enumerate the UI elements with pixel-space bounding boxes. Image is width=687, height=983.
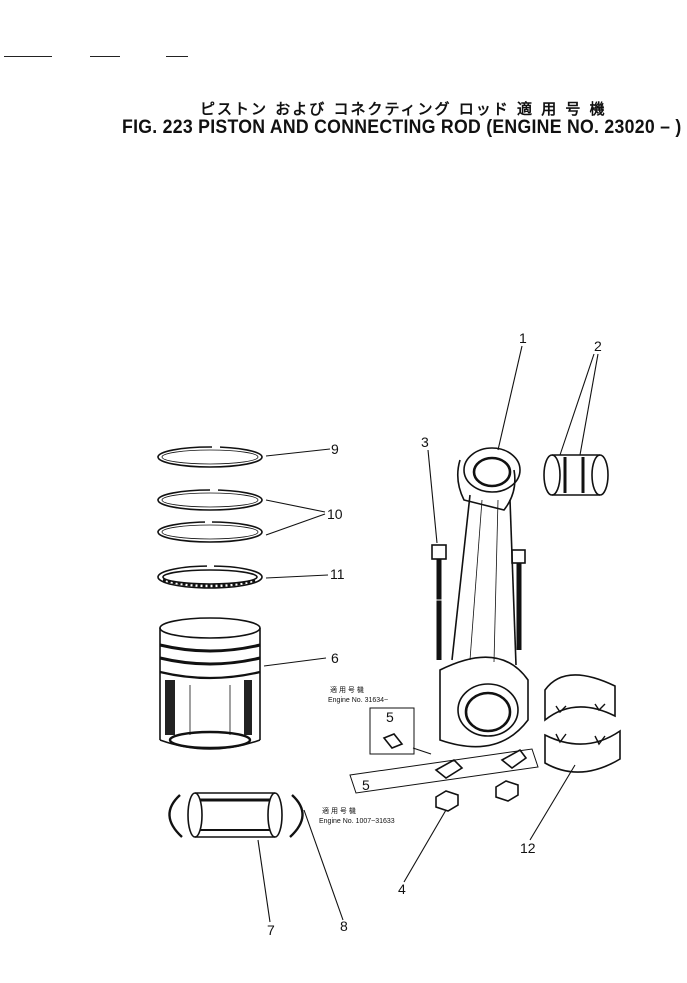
title-japanese: ピストン および コネクティング ロッド 適 用 号 機 xyxy=(200,100,607,118)
rod-nut-left xyxy=(435,790,459,812)
piston-pin xyxy=(187,792,283,838)
rod-bolt-right xyxy=(511,549,526,650)
callout-4: 4 xyxy=(398,881,406,897)
callout-11: 11 xyxy=(330,566,345,582)
snap-ring-left xyxy=(168,794,183,838)
crank-bearing-upper xyxy=(544,674,616,722)
callout-8: 8 xyxy=(340,918,348,934)
piston-ring-third xyxy=(157,521,263,543)
note-lower-jp: 適 用 号 機 xyxy=(322,806,356,815)
crank-bearing-lower xyxy=(544,729,621,773)
callout-1: 1 xyxy=(519,330,527,346)
callout-3: 3 xyxy=(421,434,429,450)
header-rule xyxy=(166,56,188,57)
piston xyxy=(159,617,261,750)
callout-2: 2 xyxy=(594,338,602,354)
piston-ring-second xyxy=(157,489,263,511)
rod-nut-right xyxy=(495,780,519,802)
piston-pin-bushing xyxy=(543,454,609,496)
callout-6: 6 xyxy=(331,650,339,666)
note-upper-en: Engine No. 31634~ xyxy=(328,697,388,704)
lock-plate-box-lower xyxy=(349,748,539,794)
note-lower-en: Engine No. 1007~31633 xyxy=(319,818,395,825)
box-callout-5: 5 xyxy=(386,709,394,725)
callout-5: 5 xyxy=(362,777,370,793)
snap-ring-right xyxy=(289,794,304,838)
rod-bolt-left xyxy=(431,544,447,660)
callout-10: 10 xyxy=(327,506,343,522)
header-rule xyxy=(4,56,52,57)
piston-ring-top xyxy=(157,446,263,468)
oil-ring xyxy=(157,565,263,589)
figure-title: FIG. 223 PISTON AND CONNECTING ROD (ENGI… xyxy=(122,117,682,138)
lock-washer-box-upper xyxy=(369,707,415,755)
header-rule xyxy=(90,56,120,57)
callout-7: 7 xyxy=(267,922,275,938)
connecting-rod xyxy=(439,447,529,748)
note-upper-jp: 適 用 号 機 xyxy=(330,685,364,694)
callout-9: 9 xyxy=(331,441,339,457)
callout-12: 12 xyxy=(520,840,536,856)
